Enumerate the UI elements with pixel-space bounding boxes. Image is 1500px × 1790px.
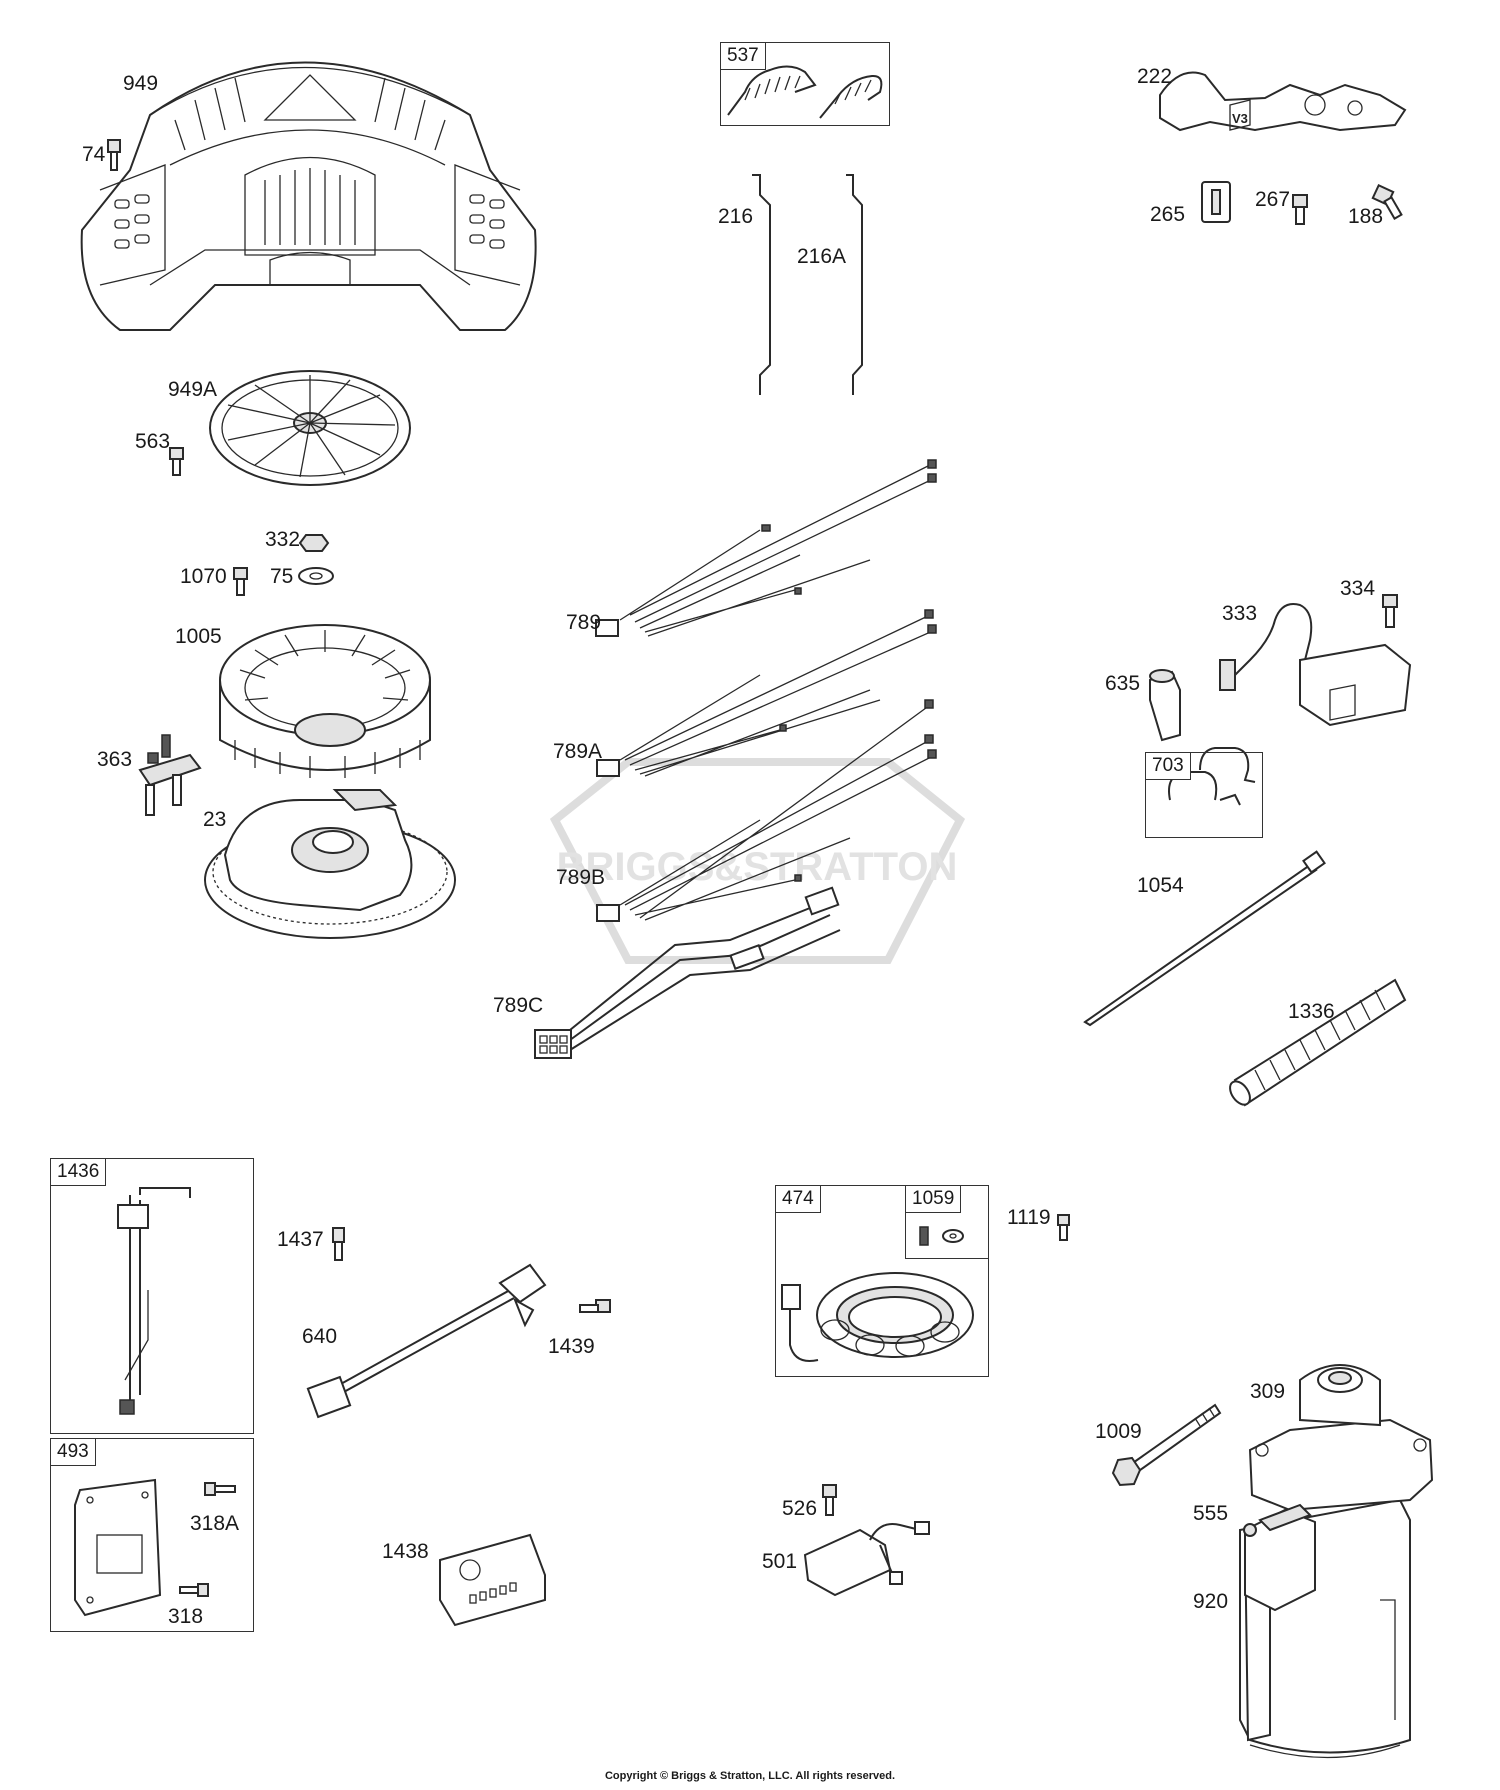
cable-tie-1054 (1083, 850, 1326, 1027)
box-label-537: 537 (720, 42, 766, 70)
springs-537 (727, 65, 883, 119)
starter-housing-309 (1248, 1364, 1434, 1512)
label-555: 555 (1193, 1502, 1229, 1525)
label-1009: 1009 (1095, 1420, 1142, 1443)
screw-267 (1292, 194, 1308, 225)
label-635: 635 (1105, 672, 1141, 695)
harness-789C (534, 886, 841, 1059)
label-563: 563 (135, 430, 171, 453)
label-333: 333 (1222, 602, 1258, 625)
label-920: 920 (1193, 1590, 1229, 1613)
box-label-1059: 1059 (905, 1185, 962, 1213)
screw-74 (107, 139, 121, 171)
label-789C: 789C (493, 994, 544, 1017)
blower-housing-949 (80, 61, 537, 331)
label-188: 188 (1348, 205, 1384, 228)
box-label-1436: 1436 (50, 1158, 107, 1186)
label-74: 74 (82, 143, 106, 166)
label-789A: 789A (553, 740, 603, 763)
rectifier-501 (803, 1521, 930, 1597)
label-1438: 1438 (382, 1540, 429, 1563)
screw-1119 (1057, 1214, 1070, 1241)
box-label-474: 474 (775, 1185, 821, 1213)
label-789B: 789B (556, 866, 606, 889)
label-222: 222 (1137, 65, 1173, 88)
label-1054: 1054 (1137, 874, 1184, 897)
clip-265 (1201, 181, 1231, 223)
screw-318A (204, 1482, 236, 1496)
label-23: 23 (203, 808, 227, 831)
screw-318 (179, 1583, 209, 1597)
label-1336: 1336 (1288, 1000, 1335, 1023)
box-474-frame (775, 1185, 989, 1377)
box-1436-frame (50, 1158, 254, 1434)
label-363: 363 (97, 748, 133, 771)
nut-332 (298, 534, 330, 552)
label-1070: 1070 (180, 565, 227, 588)
copyright-notice: Copyright © Briggs & Stratton, LLC. All … (604, 1770, 896, 1782)
box-label-703: 703 (1145, 752, 1191, 780)
sensor-1436 (117, 1187, 191, 1415)
conduit-1336 (1229, 978, 1407, 1107)
bolt-188 (1371, 183, 1403, 221)
flywheel-fan-1005 (219, 624, 431, 778)
screw-1437 (332, 1227, 345, 1261)
box-493-frame (50, 1438, 254, 1632)
wire-640 (306, 1263, 547, 1419)
label-949: 949 (123, 72, 159, 95)
flywheel-23 (204, 789, 456, 939)
label-1437: 1437 (277, 1228, 324, 1251)
box-label-493: 493 (50, 1438, 96, 1466)
label-75: 75 (270, 565, 294, 588)
label-318: 318 (168, 1605, 204, 1628)
washer-75 (298, 567, 334, 585)
clamps-703 (1168, 747, 1256, 806)
label-789: 789 (566, 611, 602, 634)
fan-screen-949A (209, 370, 411, 486)
link-216A (846, 174, 863, 395)
link-216 (752, 174, 771, 395)
screw-1439 (579, 1299, 611, 1313)
harness-789B (596, 699, 937, 922)
label-949A: 949A (168, 378, 218, 401)
module-1438 (439, 1533, 546, 1627)
solenoid-555 (1243, 1503, 1316, 1612)
screw-526 (822, 1484, 837, 1516)
screw-1070 (233, 567, 248, 596)
control-bracket-222: V3 (1159, 71, 1407, 132)
label-526: 526 (782, 1497, 818, 1520)
label-318A: 318A (190, 1512, 240, 1535)
box-537-frame (720, 42, 890, 126)
label-1439: 1439 (548, 1335, 595, 1358)
ignition-coil-333 (1219, 603, 1412, 727)
washer-1059 (942, 1229, 964, 1243)
spark-plug-boot-635 (1149, 669, 1181, 742)
plate-493 (74, 1478, 162, 1617)
watermark: BRIGGS&STRATTON (549, 758, 966, 964)
watermark-text: BRIGGS&STRATTON (557, 845, 958, 889)
screw-1059 (919, 1226, 929, 1246)
label-265: 265 (1150, 203, 1186, 226)
bracket-363 (138, 734, 202, 816)
harness-789A (596, 609, 937, 777)
svg-text:V3: V3 (1232, 111, 1248, 126)
label-332: 332 (265, 528, 301, 551)
label-216A: 216A (797, 245, 847, 268)
label-501: 501 (762, 1550, 798, 1573)
bolt-1009 (1111, 1403, 1222, 1487)
harness-789 (595, 459, 937, 637)
screw-563 (169, 447, 184, 476)
label-640: 640 (302, 1325, 338, 1348)
stator-474 (781, 1272, 974, 1362)
screw-334 (1382, 594, 1398, 628)
label-309: 309 (1250, 1380, 1286, 1403)
label-334: 334 (1340, 577, 1376, 600)
label-216: 216 (718, 205, 754, 228)
label-1005: 1005 (175, 625, 222, 648)
label-267: 267 (1255, 188, 1291, 211)
box-703-frame (1145, 752, 1263, 838)
label-1119: 1119 (1007, 1206, 1051, 1229)
